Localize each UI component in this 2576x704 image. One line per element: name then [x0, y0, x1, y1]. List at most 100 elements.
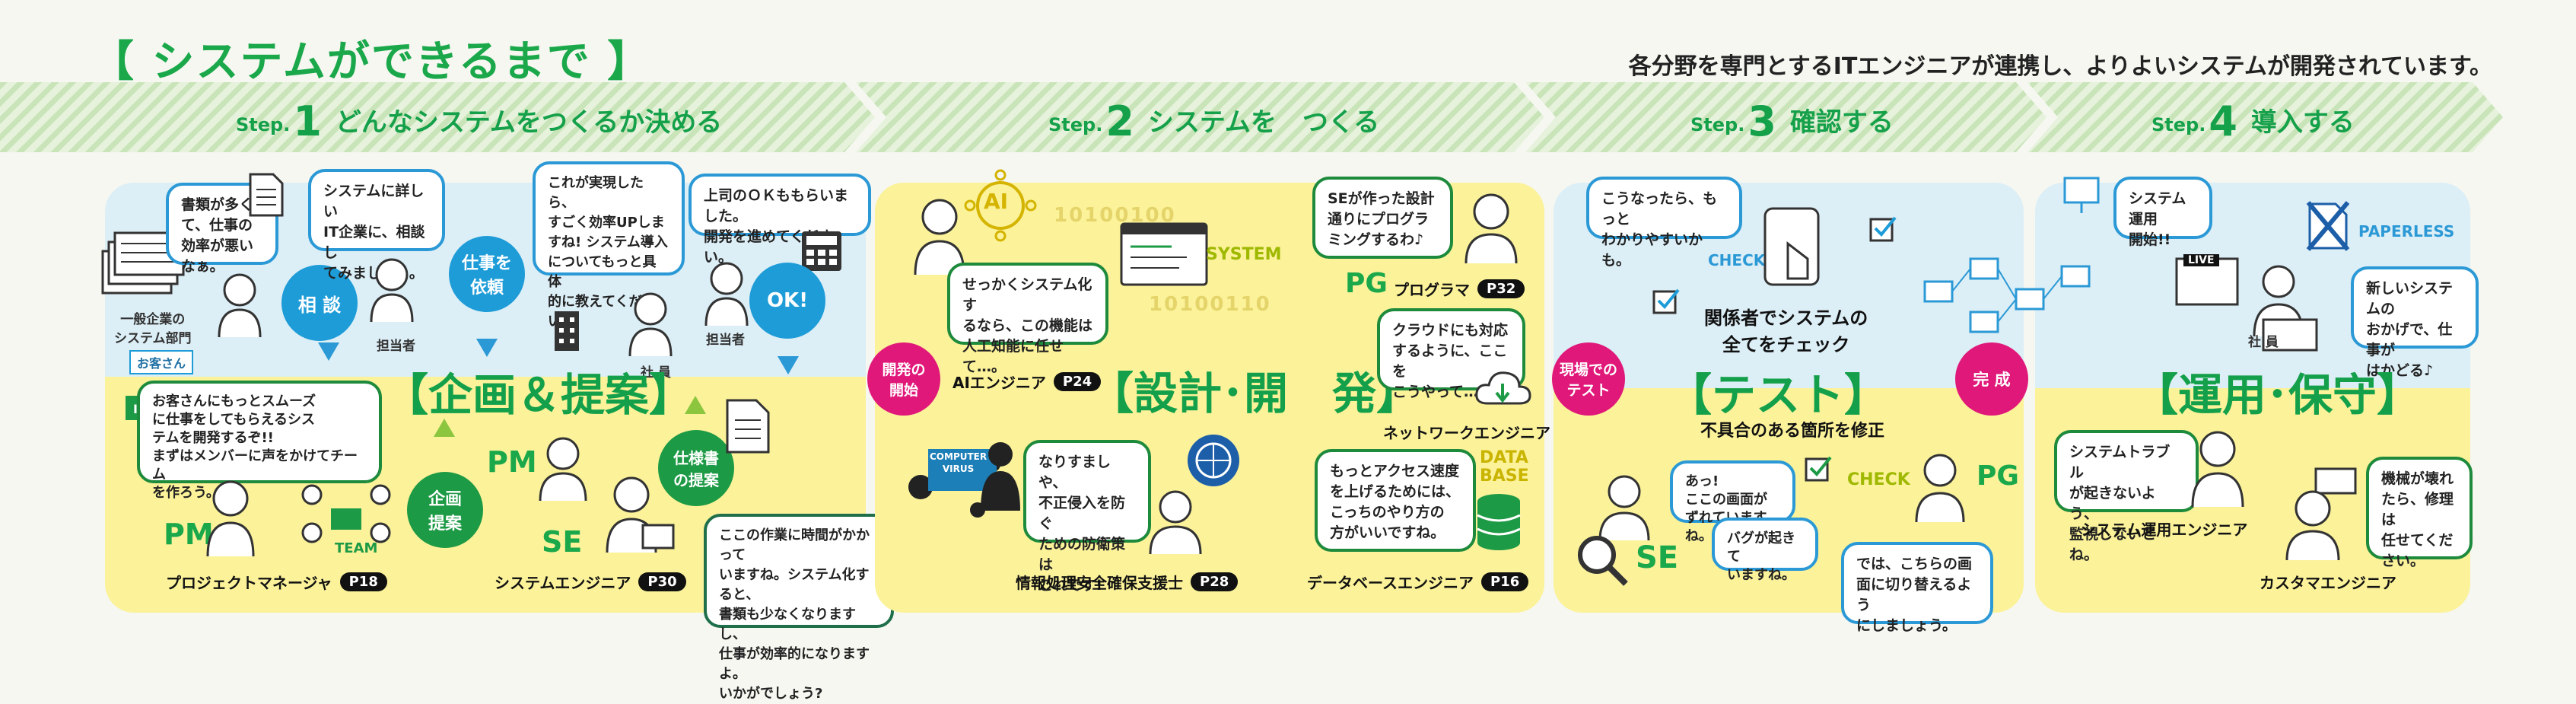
spec-arrow — [685, 396, 706, 414]
test-sub-text: 不具合のある箇所を修正 — [1700, 422, 1885, 441]
field-test-circle: 現場での テスト — [1552, 342, 1625, 416]
bubble-pg: SEが作った設計 通りにプログラ ミングするわ♪ — [1312, 177, 1453, 259]
bubble-ops-start: システム運用 開始!! — [2113, 177, 2212, 248]
pm-person-icon — [206, 480, 255, 557]
se-mark: SE — [542, 525, 583, 559]
document-stack-icon — [101, 231, 185, 295]
spec-circle: 仕様書 の提案 — [658, 430, 734, 506]
role-ops: システム運用エンジニア — [2081, 521, 2248, 539]
calculator-icon — [802, 231, 841, 271]
checkbox-icon-2 — [1869, 216, 1897, 242]
database-icon — [1477, 494, 1521, 550]
system-mark: SYSTEM — [1206, 245, 1282, 264]
bubble-test-pg: では、こちらの画 面に切り替えるよう にしましょう。 — [1841, 542, 1993, 634]
magnifier-icon — [1578, 536, 1628, 586]
planning-label: 【企画＆提案】 — [384, 369, 694, 421]
pm-mark-2: PM — [487, 445, 537, 479]
development-label: 【設計･開 発】 — [1089, 368, 1421, 419]
complete-circle: 完 成 — [1955, 342, 2028, 416]
page-title: 【 システムができるまで 】 — [91, 37, 652, 87]
bubble-se: ここの作業に時間がかかって いますね。システム化すると、 書類も少なくなりますし… — [704, 514, 894, 702]
bubble-test-se2: バグが起きて いますね。 — [1712, 518, 1818, 583]
start-circle: 開発の 開始 — [867, 342, 940, 416]
team-icon — [301, 484, 391, 543]
check-mark-2: CHECK — [1847, 470, 1910, 489]
ok-circle: OK! — [749, 263, 825, 339]
tanto-person-icon — [370, 258, 414, 323]
document-icon — [249, 173, 284, 217]
se-person-icon — [606, 476, 675, 553]
security-person-icon — [981, 442, 1020, 511]
bubble-db: もっとアクセス速度 を上げるためには、 こっちのやり方の 方がいいですね。 — [1315, 449, 1476, 552]
checkbox-icon — [1652, 288, 1680, 314]
test-mid-text: 関係者でシステムの 全てをチェック — [1704, 307, 1868, 355]
live-label: LIVE — [2183, 254, 2219, 266]
request-arrow — [476, 339, 498, 357]
check-mark-1: CHECK — [1708, 251, 1766, 269]
request-circle: 仕事を 依頼 — [449, 236, 525, 312]
live-office-icon — [2175, 257, 2318, 352]
pg-test-person-icon — [1915, 454, 1965, 523]
team-label: TEAM — [335, 540, 378, 556]
network-diagram-icon — [1923, 257, 2091, 333]
consult-arrow — [318, 342, 339, 361]
bubble-ops: システムトラブル が起きないよう、 監視しないとね。 — [2054, 430, 2199, 563]
shield-icon — [1188, 435, 1239, 486]
shain-label: 社 員 — [641, 365, 671, 381]
consult-circle: 相 談 — [281, 265, 358, 341]
bubble-ai: せっかくシステム化す るなら、この機能は 人工知能に任せて…。 — [947, 263, 1108, 375]
programmer-person-icon — [1465, 193, 1518, 264]
tagline: 各分野を専門とするITエンジニアが連携し、よりよいシステムが開発されています。 — [1628, 53, 2492, 80]
ai-engineer-person-icon — [914, 199, 965, 276]
pm-mark: PM — [164, 518, 214, 551]
step-arrow-2 — [856, 82, 1544, 152]
db-mark: DATA BASE — [1480, 448, 1529, 486]
se-test-mark: SE — [1636, 540, 1679, 575]
client-person-icon — [218, 273, 262, 338]
code-window-icon — [1120, 222, 1208, 286]
bubble-security: なりすましや、 不正侵入を防ぐ ための防衛策は これです! — [1023, 440, 1151, 594]
cloud-download-icon — [1475, 371, 1531, 405]
spec-document-icon — [726, 399, 770, 454]
tanto2-person-icon — [704, 262, 749, 327]
bubble-ce: 機械が壊れ たら、修理は 任せてくだ さい。 — [2366, 457, 2473, 569]
test-label: 【テスト】 — [1668, 369, 1889, 421]
step-arrow-3 — [1525, 82, 2046, 152]
security-engineer-person-icon — [1149, 490, 1202, 555]
step-arrow-1 — [0, 82, 875, 152]
bubble-test-se: あっ! ここの画面が ずれていますね。 — [1670, 460, 1795, 544]
ai-mark-icon — [964, 169, 1037, 242]
bubble-company: これが実現したら、 すごく効率UPしま すね! システム導入 についてもっと具体… — [533, 161, 685, 330]
ai-mark: AI — [984, 189, 1009, 214]
ok-arrow — [778, 356, 799, 374]
plan-circle: 企画 提案 — [407, 472, 483, 548]
employee-label: 社 員 — [2248, 335, 2279, 350]
step-strip — [0, 82, 2503, 152]
paperless-label: PAPERLESS — [2358, 222, 2455, 241]
step-arrow-4 — [2027, 82, 2503, 152]
pg-test-mark: PG — [1977, 460, 2019, 492]
checkbox-icon-3 — [1805, 456, 1832, 482]
binary-2: 10100110 — [1149, 293, 1271, 316]
smartphone-touch-icon — [1763, 207, 1820, 286]
tanto-label-1: 担当者 — [377, 339, 415, 354]
tanto-label-2: 担当者 — [706, 333, 745, 348]
pg-mark: PG — [1345, 268, 1388, 299]
operation-label: 【運用･保守】 — [2134, 369, 2422, 421]
role-ce: カスタマエンジニア — [2260, 574, 2396, 592]
bubble-pm: お客さんにもっとスムーズ に仕事をしてもらえるシス テムを開発するぞ!! まずは… — [137, 381, 382, 501]
client-org-label: 一般企業の システム部門 — [114, 312, 192, 346]
pm2-person-icon — [539, 437, 587, 502]
plan-arrow — [434, 419, 455, 437]
customer-engineer-person-icon — [2285, 490, 2340, 561]
se-test-person-icon — [1598, 475, 1650, 541]
